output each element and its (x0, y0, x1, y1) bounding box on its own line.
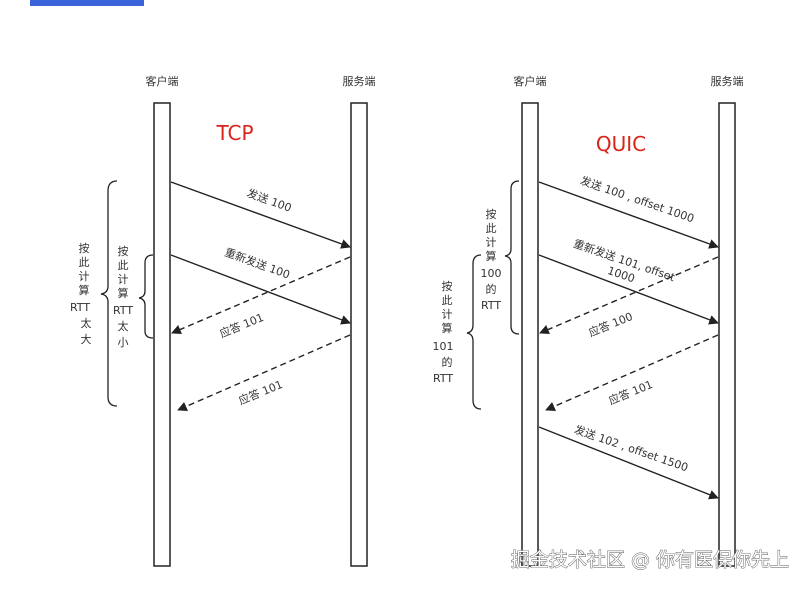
quic-ack-101-label: 应答 101 (606, 377, 654, 407)
tcp-note-outer-char: 大 (81, 332, 92, 346)
top-tab-strip (30, 0, 144, 6)
quic-note-b-char: 按 (442, 279, 453, 293)
tcp-note-outer-char: 太 (81, 317, 92, 330)
tcp-client-label: 客户端 (146, 74, 179, 88)
tcp-note-outer-char: RTT (70, 301, 90, 314)
quic-note-b-char: 计 (442, 308, 453, 321)
quic-note-a-char: 100 (481, 267, 502, 280)
tcp-note-inner-char: 此 (118, 259, 129, 272)
tcp-note-outer-char: 计 (79, 270, 90, 283)
quic-arrow-ack-100 (539, 256, 719, 335)
quic-arrow-ack-101 (545, 334, 719, 411)
quic-brace-b (466, 254, 482, 410)
quic-brace-a (504, 180, 520, 335)
tcp-note-inner-char: 太 (118, 320, 129, 333)
tcp-brace-outer (100, 180, 118, 407)
tcp-note-outer-char: 算 (79, 283, 90, 297)
quic-note-a-char: 算 (486, 249, 497, 263)
quic-ack-100-label: 应答 100 (586, 309, 634, 339)
tcp-resend-label: 重新发送 100 (223, 245, 292, 282)
tcp-note-outer-char: 此 (79, 256, 90, 269)
tcp-send-label: 发送 100 (245, 186, 293, 215)
quic-note-a-char: 此 (486, 222, 497, 235)
quic-client-label: 客户端 (514, 74, 547, 88)
quic-arrow-resend-101 (538, 254, 719, 325)
quic-note-a: 按 此 计 算 100 的 RTT (481, 207, 502, 312)
tcp-note-outer: 按 此 计 算 RTT 太 大 (70, 241, 92, 346)
quic-note-a-char: 计 (486, 236, 497, 249)
tcp-arrow-ack-a (171, 256, 351, 335)
quic-note-b-char: 算 (442, 321, 453, 335)
tcp-note-inner-char: 按 (118, 244, 129, 258)
quic-note-a-char: 的 (486, 282, 497, 296)
quic-send-102-label: 发送 102 , offset 1500 (572, 422, 690, 474)
quic-note-b-char: RTT (433, 372, 453, 385)
quic-client-lifeline (521, 102, 539, 567)
quic-note-a-char: 按 (486, 207, 497, 221)
tcp-note-inner-char: 小 (118, 336, 129, 349)
tcp-note-inner-char: 算 (118, 286, 129, 300)
tcp-arrow-ack-b (177, 334, 351, 411)
tcp-note-inner-char: RTT (113, 304, 133, 317)
tcp-note-inner-char: 计 (118, 273, 129, 286)
quic-server-label: 服务端 (711, 75, 744, 88)
quic-note-a-char: RTT (481, 299, 501, 312)
tcp-brace-inner (138, 254, 154, 339)
quic-title: QUIC (596, 132, 646, 156)
tcp-note-inner: 按 此 计 算 RTT 太 小 (113, 244, 133, 349)
tcp-note-outer-char: 按 (79, 241, 90, 255)
tcp-ack-a-label: 应答 101 (217, 310, 265, 340)
quic-arrow-send-102 (538, 426, 719, 500)
quic-server-lifeline (718, 102, 736, 567)
tcp-ack-b-label: 应答 101 (236, 377, 284, 407)
quic-arrow-send-100 (538, 181, 719, 249)
tcp-arrow-send (170, 181, 351, 249)
quic-note-b-char: 101 (433, 340, 454, 353)
tcp-client-lifeline (153, 102, 171, 567)
quic-note-b-char: 此 (442, 294, 453, 307)
tcp-server-label: 服务端 (343, 75, 376, 88)
tcp-server-lifeline (350, 102, 368, 567)
quic-note-b-char: 的 (442, 355, 453, 369)
quic-note-b: 按 此 计 算 101 的 RTT (433, 279, 454, 385)
watermark: 掘金技术社区 @ 你有医保你先上 (511, 549, 789, 571)
tcp-arrow-resend (170, 254, 351, 325)
tcp-title: TCP (215, 121, 253, 145)
